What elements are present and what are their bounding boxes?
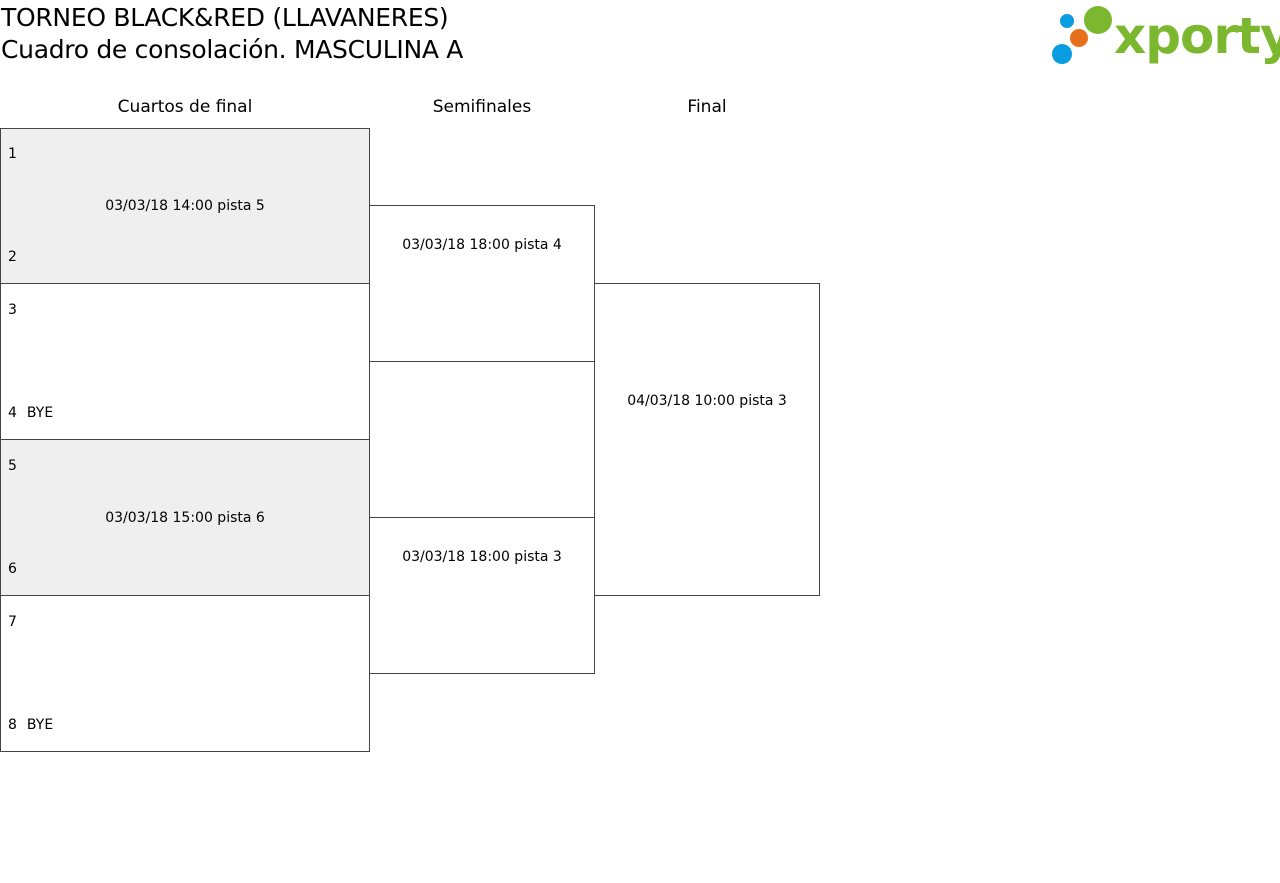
round-header-final: Final <box>687 97 727 117</box>
slot-top: 1 <box>8 146 17 162</box>
match-box-sf2[interactable]: 03/03/18 18:00 pista 3 <box>369 517 595 674</box>
slot-bottom: 6 <box>8 561 17 577</box>
match-schedule: 04/03/18 10:00 pista 3 <box>627 393 787 409</box>
match-box-qf3[interactable]: 5 03/03/18 15:00 pista 6 6 <box>0 439 370 596</box>
player-name: BYE <box>26 405 54 421</box>
tournament-title: TORNEO BLACK&RED (LLAVANERES) <box>1 3 449 32</box>
round-header-quarterfinals: Cuartos de final <box>117 97 253 117</box>
logo-dot-orange <box>1070 29 1088 47</box>
slot-bottom: 2 <box>8 249 17 265</box>
xporty-logo[interactable]: xporty <box>1050 2 1280 68</box>
match-schedule: 03/03/18 15:00 pista 6 <box>105 510 265 526</box>
slot-top: 3 <box>8 302 17 318</box>
match-schedule: 03/03/18 14:00 pista 5 <box>105 198 265 214</box>
logo-dot-blue-small <box>1060 14 1074 28</box>
logo-dot-blue <box>1052 44 1072 64</box>
slot-top: 7 <box>8 614 17 630</box>
match-box-qf1[interactable]: 1 03/03/18 14:00 pista 5 2 <box>0 128 370 284</box>
logo-wordmark: xporty <box>1114 7 1280 65</box>
draw-subtitle: Cuadro de consolación. MASCULINA A <box>1 35 464 64</box>
round-header-semifinals: Semifinales <box>432 97 532 117</box>
logo-dot-green <box>1084 6 1112 34</box>
match-box-sf1[interactable]: 03/03/18 18:00 pista 4 <box>369 205 595 362</box>
match-schedule: 03/03/18 18:00 pista 3 <box>402 549 562 565</box>
player-name: BYE <box>26 717 54 733</box>
match-schedule: 03/03/18 18:00 pista 4 <box>402 237 562 253</box>
slot-top: 5 <box>8 458 17 474</box>
match-box-final[interactable]: 04/03/18 10:00 pista 3 <box>594 283 820 596</box>
